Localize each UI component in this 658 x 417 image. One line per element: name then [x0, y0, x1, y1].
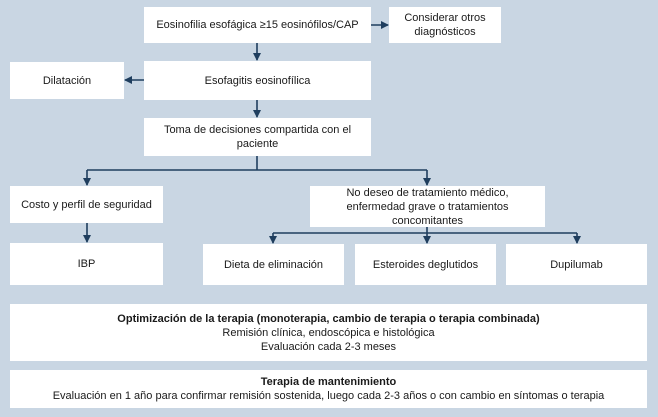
node-no-deseo: No deseo de tratamiento médico, enfermed… [310, 186, 545, 227]
node-optimizacion: Optimización de la terapia (monoterapia,… [10, 304, 647, 361]
optimizacion-line2: Evaluación cada 2-3 meses [260, 340, 397, 353]
optimizacion-title: Optimización de la terapia (monoterapia,… [117, 312, 540, 325]
node-esofagitis: Esofagitis eosinofílica [144, 61, 371, 100]
node-considerar: Considerar otros diagnósticos [389, 7, 501, 43]
node-mantenimiento: Terapia de mantenimiento Evaluación en 1… [10, 370, 647, 408]
node-dieta: Dieta de eliminación [203, 244, 344, 285]
node-toma-decisiones: Toma de decisiones compartida con el pac… [144, 118, 371, 156]
mantenimiento-title: Terapia de mantenimiento [260, 376, 397, 388]
node-costo: Costo y perfil de seguridad [10, 186, 163, 223]
node-ibp: IBP [10, 243, 163, 285]
node-dilatacion: Dilatación [10, 62, 124, 99]
optimizacion-line1: Remisión clínica, endoscópica e histológ… [222, 326, 435, 339]
node-eosinofilia: Eosinofilia esofágica ≥15 eosinófilos/CA… [144, 7, 371, 43]
mantenimiento-line1: Evaluación en 1 año para confirmar remis… [52, 390, 605, 402]
node-dupilumab: Dupilumab [506, 244, 647, 285]
node-esteroides: Esteroides deglutidos [355, 244, 496, 285]
